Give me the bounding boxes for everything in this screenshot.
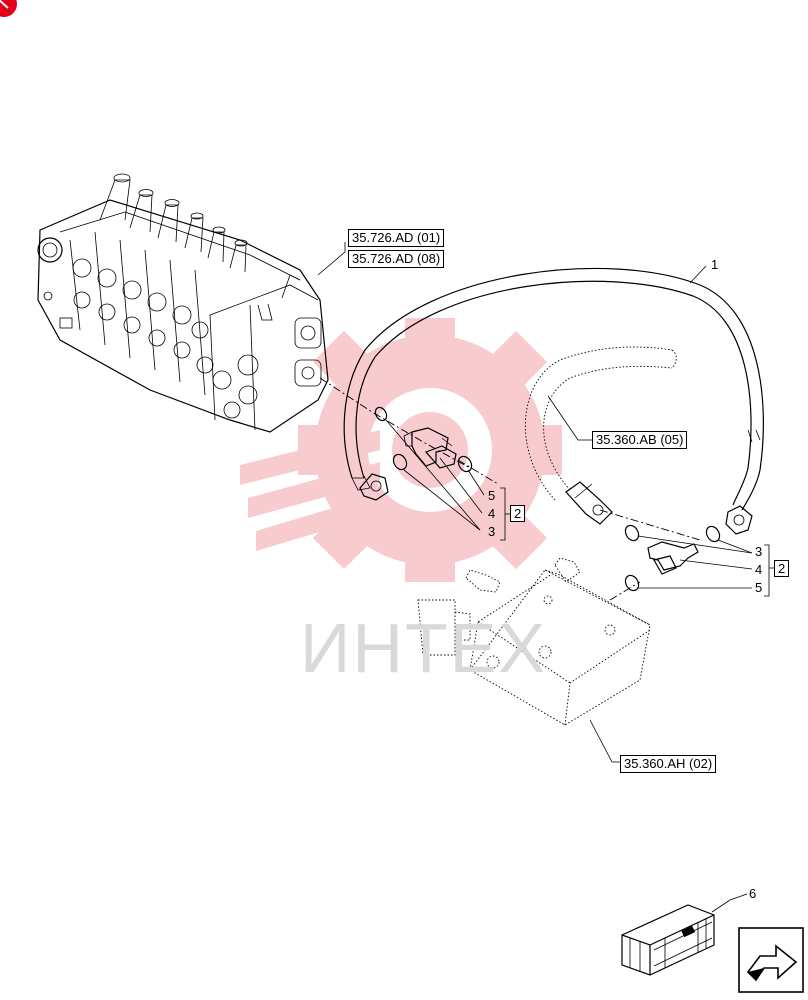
callout-right-5: 5 (755, 580, 763, 595)
ref-box-360-ah[interactable]: 35.360.AH (02) (620, 755, 717, 773)
left-callout-leaders (385, 419, 510, 541)
callout-hose: 1 (711, 257, 719, 272)
callout-left-4: 4 (488, 506, 496, 521)
leader-360-ah (589, 719, 620, 763)
red-corner-mark-icon (0, 0, 17, 17)
left-fittings (374, 406, 499, 485)
hose-assembly (343, 267, 764, 535)
callout-left-3: 3 (488, 524, 496, 539)
ref-box-360-ab[interactable]: 35.360.AB (05) (592, 431, 688, 449)
next-page-arrow-icon[interactable] (738, 927, 804, 993)
hydraulic-block (417, 557, 651, 726)
callout-case: 6 (749, 886, 757, 901)
leader-360-ab (547, 395, 598, 441)
callout-right-3: 3 (755, 544, 763, 559)
leader-726 (317, 242, 346, 276)
watermark-text: ИНТЕХ (300, 609, 548, 687)
kit-box-left: 2 (510, 505, 526, 522)
right-fittings (599, 509, 721, 601)
reference-hose-dotted (525, 346, 677, 525)
right-callout-leaders (637, 535, 774, 597)
callout-left-5: 5 (488, 488, 496, 503)
centerline-left (319, 377, 471, 469)
callout-right-4: 4 (755, 562, 763, 577)
ref-box-726-08[interactable]: 35.726.AD (08) (348, 250, 445, 268)
control-valve-assembly (37, 173, 329, 433)
kit-box-right: 2 (774, 560, 790, 577)
ref-box-726-01[interactable]: 35.726.AD (01) (348, 229, 445, 247)
gear-logo-icon (240, 318, 562, 582)
leader-1 (689, 265, 707, 284)
parts-case-icon (621, 904, 715, 976)
leader-6 (711, 893, 748, 913)
